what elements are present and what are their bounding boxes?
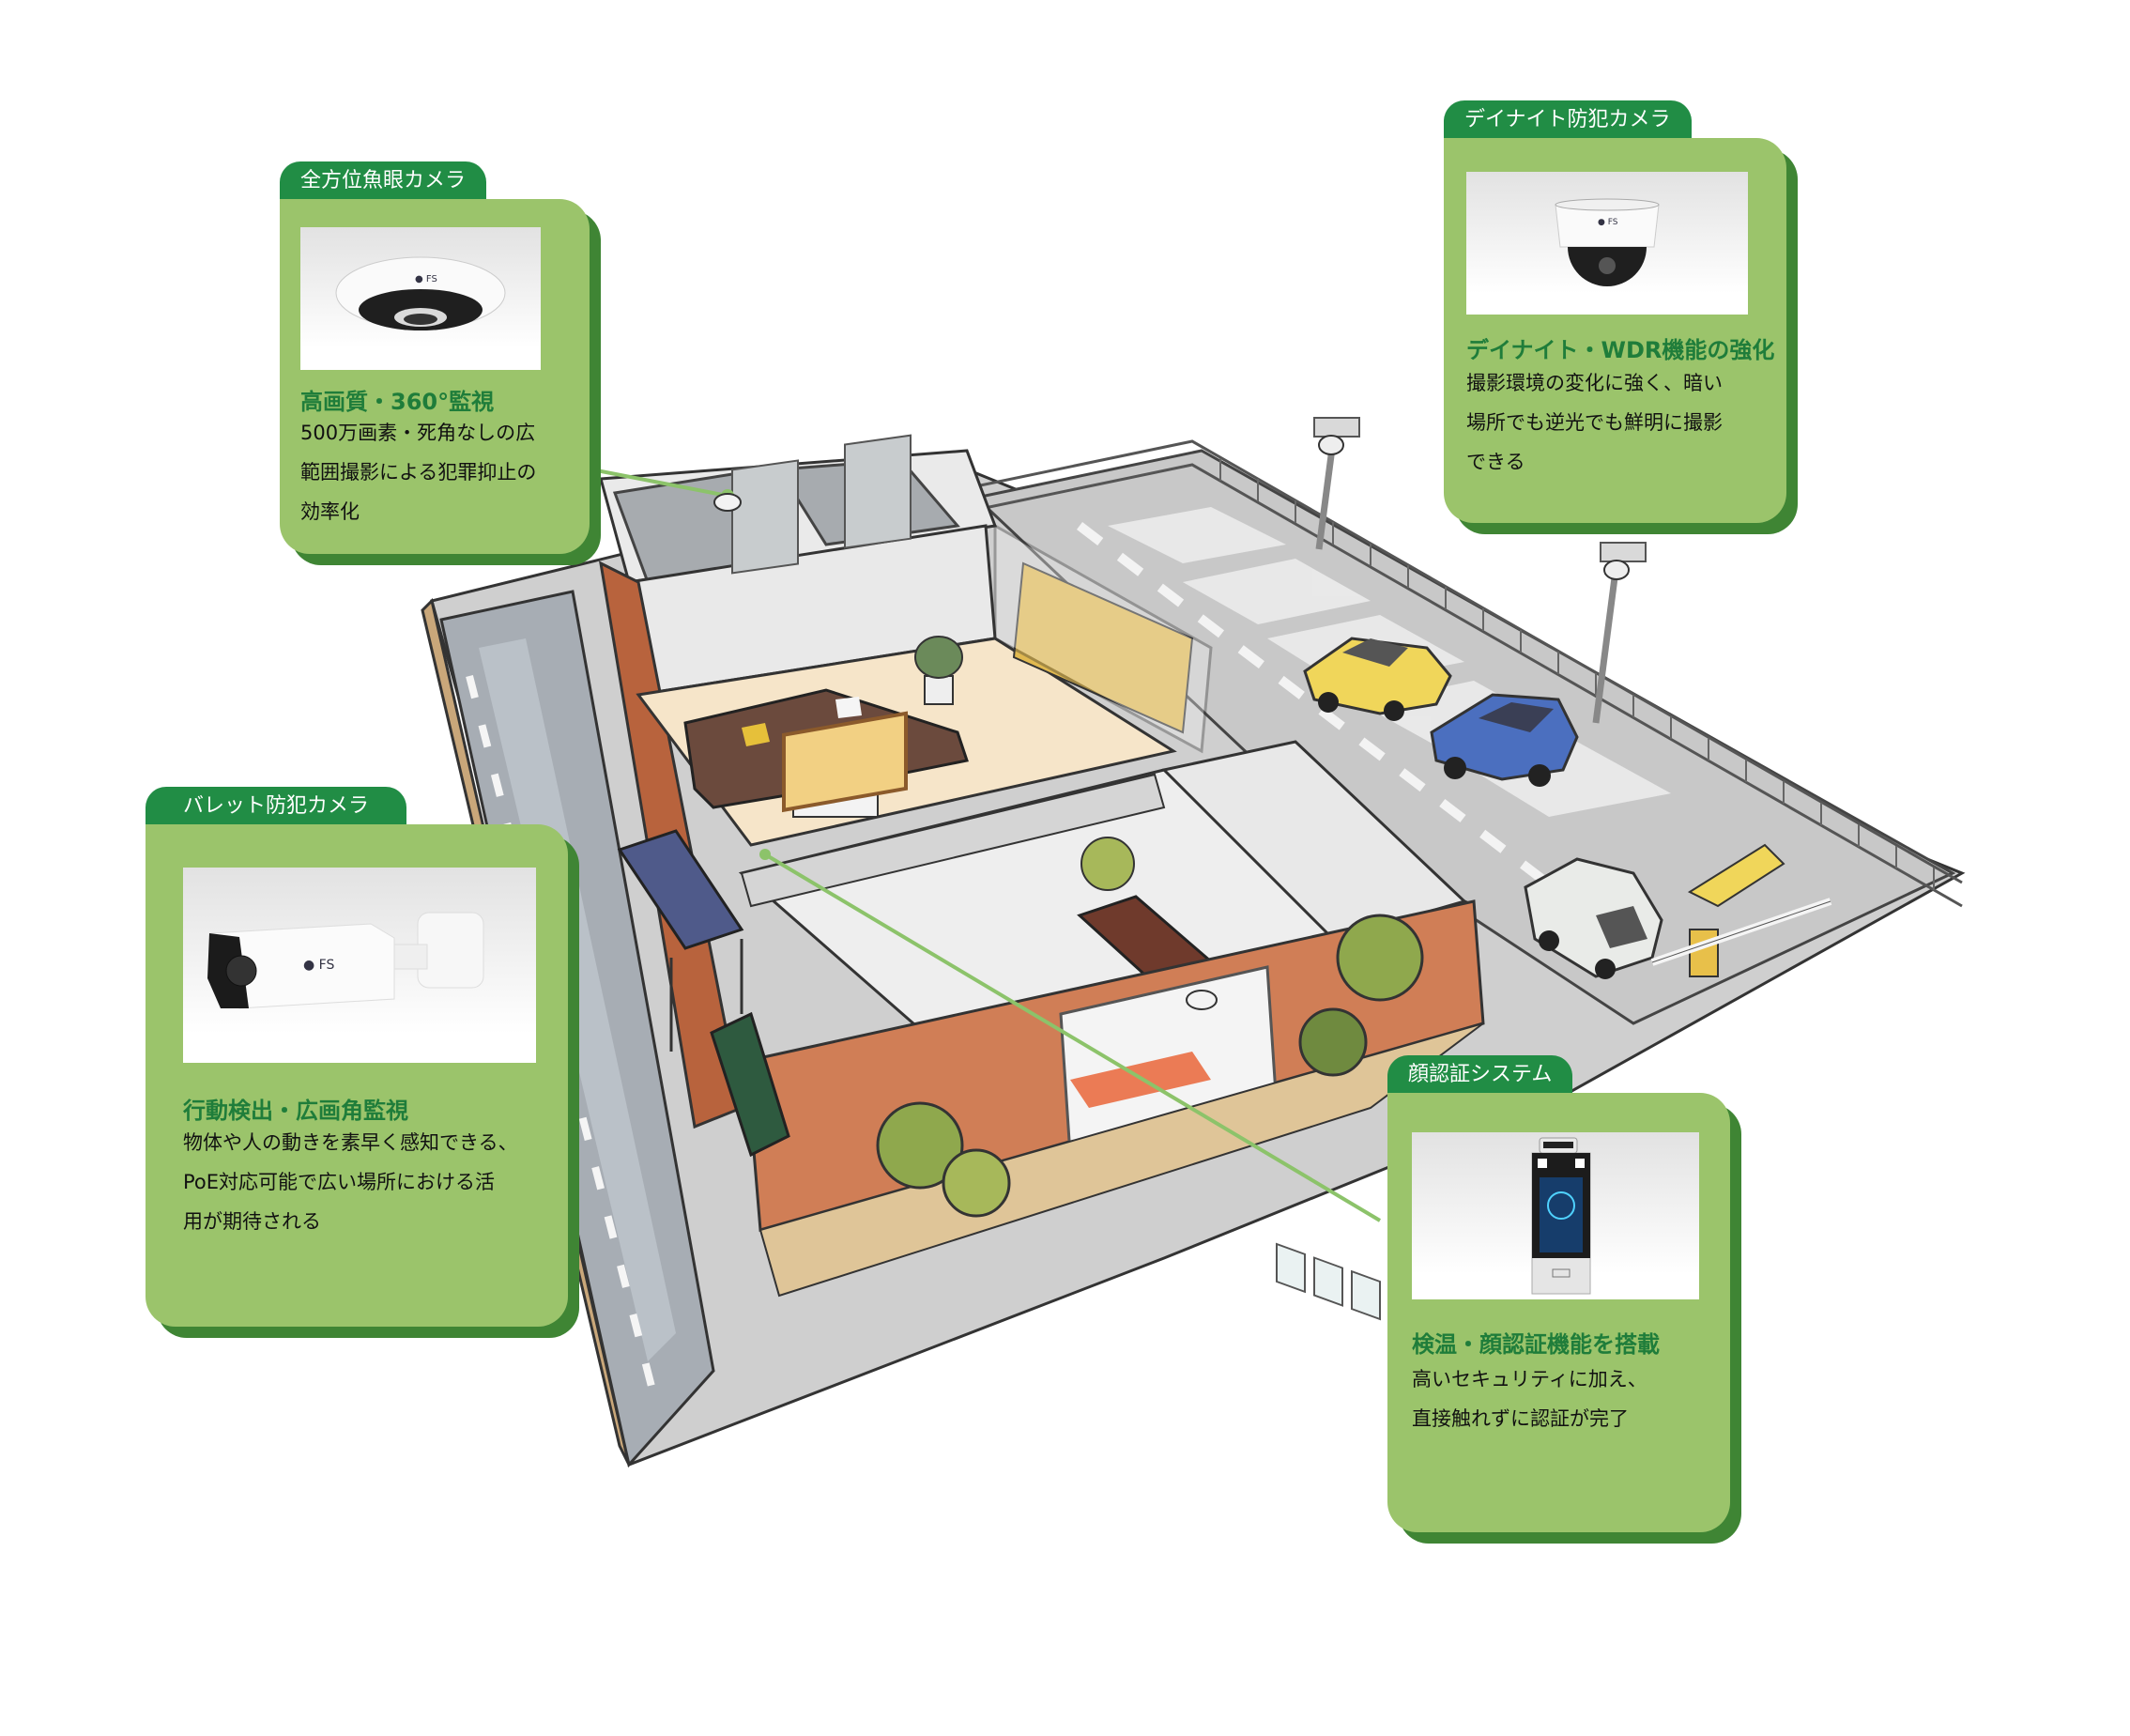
- description-line: 500万画素・死角なしの広: [300, 422, 536, 444]
- entrance-dome-camera-marker: [1186, 990, 1218, 1010]
- parking-gate: [1650, 843, 1832, 977]
- fisheye-camera-icon: ● FS: [335, 256, 506, 330]
- description-line: PoE対応可能で広い場所における活: [183, 1171, 496, 1193]
- description-line: 高いセキュリティに加え、: [1412, 1368, 1647, 1390]
- camera-pole-2: [1592, 542, 1647, 724]
- callout-headline: 検温・顔認証機能を搭載: [1412, 1331, 1660, 1358]
- callout-panel: ● FS 行動検出・広画角監視 物体や人の動きを素早く感知できる、 PoE対応可…: [146, 824, 568, 1327]
- callout-headline: 行動検出・広画角監視: [183, 1098, 408, 1124]
- brand-logo: ● FS: [303, 958, 334, 973]
- brand-logo: ● FS: [1598, 218, 1618, 227]
- lobby-plant: [914, 636, 963, 705]
- parking-lot: [966, 417, 1963, 1025]
- fisheye-camera-marker: [713, 493, 742, 512]
- callout-tab: 全方位魚眼カメラ: [280, 161, 487, 201]
- camera-pole-1: [1313, 417, 1360, 550]
- callout-tab: 顔認証システム: [1387, 1055, 1573, 1095]
- callout-daynight-camera: デイナイト防犯カメラ ● FS デイナイト・WDR機能の強化 撮影環境の変化に強…: [1444, 100, 1786, 528]
- yellow-car: [1303, 637, 1452, 721]
- building: [599, 434, 1485, 1321]
- callout-tab: バレット防犯カメラ: [146, 787, 407, 826]
- front-trees: [876, 837, 1424, 1218]
- product-photo: ● FS: [300, 227, 541, 370]
- brand-logo: ● FS: [415, 274, 437, 284]
- face-recognition-terminal-icon: [1531, 1137, 1591, 1295]
- callout-description: 撮影環境の変化に強く、暗い 場所でも逆光でも鮮明に撮影 できる: [1466, 363, 1723, 482]
- callout-face-recognition: 顔認証システム 検温・顔認証機能を搭載 高いセキュリティに加え、 直接触れずに認…: [1387, 1055, 1730, 1534]
- callout-headline: 高画質・360°監視: [300, 389, 495, 415]
- description-line: 場所でも逆光でも鮮明に撮影: [1466, 411, 1723, 434]
- product-photo: ● FS: [183, 868, 536, 1063]
- callout-tab: デイナイト防犯カメラ: [1444, 100, 1692, 140]
- side-awning: [617, 829, 744, 1052]
- callout-bullet-camera: バレット防犯カメラ ● FS 行動検出・広画角監視 物体や人の動きを素早く感知で…: [146, 787, 573, 1331]
- callout-headline: デイナイト・WDR機能の強化: [1466, 337, 1775, 363]
- description-line: 効率化: [300, 500, 360, 523]
- dome-camera-icon: ● FS: [1555, 198, 1660, 286]
- description-line: 直接触れずに認証が完了: [1412, 1407, 1629, 1430]
- callout-fisheye-camera: 全方位魚眼カメラ ● FS 高画質・360°監視 500万画素・死角なしの広 範…: [280, 161, 590, 556]
- callout-panel: ● FS デイナイト・WDR機能の強化 撮影環境の変化に強く、暗い 場所でも逆光…: [1444, 138, 1786, 523]
- description-line: 撮影環境の変化に強く、暗い: [1466, 372, 1723, 394]
- callout-panel: 検温・顔認証機能を搭載 高いセキュリティに加え、 直接触れずに認証が完了: [1387, 1093, 1730, 1532]
- white-car: [1524, 857, 1663, 979]
- callout-description: 500万画素・死角なしの広 範囲撮影による犯罪抑止の 効率化: [300, 413, 536, 531]
- connectors: [590, 468, 1382, 1222]
- description-line: できる: [1466, 451, 1525, 473]
- description-line: 用が期待される: [183, 1210, 321, 1233]
- description-line: 物体や人の動きを素早く感知できる、: [183, 1131, 518, 1154]
- callout-description: 物体や人の動きを素早く感知できる、 PoE対応可能で広い場所における活 用が期待…: [183, 1123, 518, 1241]
- product-photo: [1412, 1132, 1699, 1299]
- callout-description: 高いセキュリティに加え、 直接触れずに認証が完了: [1412, 1360, 1647, 1438]
- left-walkway: [439, 590, 715, 1468]
- description-line: 範囲撮影による犯罪抑止の: [300, 461, 537, 484]
- callout-panel: ● FS 高画質・360°監視 500万画素・死角なしの広 範囲撮影による犯罪抑…: [280, 199, 590, 554]
- product-photo: ● FS: [1466, 172, 1748, 315]
- bullet-camera-icon: ● FS: [207, 912, 484, 1009]
- blue-car: [1430, 693, 1579, 787]
